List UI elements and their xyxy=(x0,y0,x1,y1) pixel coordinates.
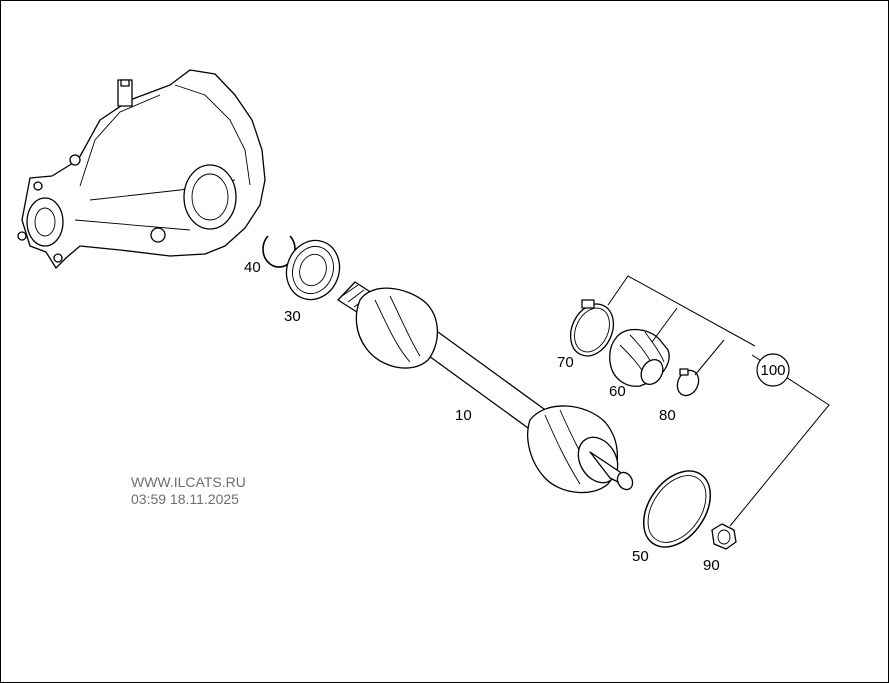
callout-label-80[interactable]: 80 xyxy=(659,407,676,424)
callout-label-30[interactable]: 30 xyxy=(284,308,301,325)
circlip-ring[interactable] xyxy=(262,235,296,268)
hose-clamp-small[interactable] xyxy=(673,367,702,399)
differential-housing[interactable] xyxy=(17,69,266,269)
watermark-timestamp: 03:59 18.11.2025 xyxy=(131,491,239,507)
callout-label-50[interactable]: 50 xyxy=(632,548,649,565)
kit-callout-circle xyxy=(756,353,790,387)
cv-boot[interactable] xyxy=(609,328,670,389)
callout-label-70[interactable]: 70 xyxy=(557,354,574,371)
callout-label-100[interactable]: 100 xyxy=(760,362,785,379)
seal-ring[interactable] xyxy=(630,459,724,560)
axle-nut[interactable] xyxy=(711,523,737,550)
kit-leader-lines xyxy=(607,275,830,527)
callout-label-10[interactable]: 10 xyxy=(455,407,472,424)
watermark-site: WWW.ILCATS.RU xyxy=(131,474,246,490)
drive-shaft[interactable] xyxy=(337,281,636,494)
callout-label-60[interactable]: 60 xyxy=(609,383,626,400)
callout-label-90[interactable]: 90 xyxy=(703,557,720,574)
callout-label-40[interactable]: 40 xyxy=(244,259,261,276)
hose-clamp-large[interactable] xyxy=(562,297,621,363)
shaft-seal[interactable] xyxy=(278,233,347,307)
